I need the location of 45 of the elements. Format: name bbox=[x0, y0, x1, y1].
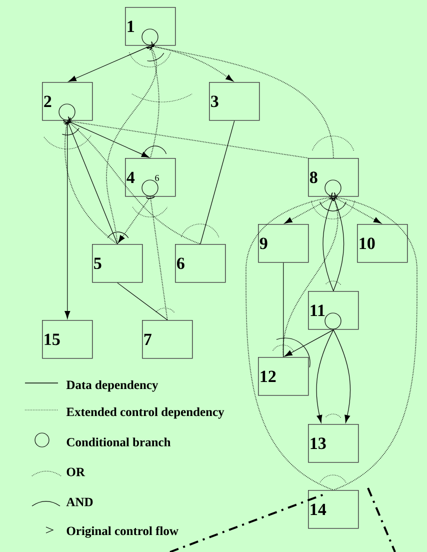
statement-box: 3 bbox=[209, 82, 260, 121]
legend-text: OR bbox=[66, 468, 86, 476]
statement-box: 5 bbox=[92, 244, 143, 283]
connector bbox=[329, 194, 344, 292]
legend-text: AND bbox=[66, 498, 93, 506]
arrow bbox=[68, 46, 151, 82]
connector bbox=[146, 196, 168, 320]
legend-text: Original control flow bbox=[66, 526, 178, 538]
connector bbox=[332, 192, 418, 490]
arrow bbox=[316, 330, 334, 423]
arrow bbox=[284, 330, 334, 357]
connector bbox=[146, 44, 160, 158]
statement-box: 9 bbox=[258, 224, 309, 263]
connector bbox=[282, 194, 338, 358]
statement-box: 8 bbox=[308, 158, 359, 197]
legend-text: Extended control dependency bbox=[66, 407, 224, 419]
statement-box: 10 bbox=[357, 224, 408, 263]
connector bbox=[117, 282, 168, 320]
legend-text: Data dependency bbox=[66, 380, 158, 392]
statement-box: 13 bbox=[308, 424, 359, 463]
statement-box: 1 bbox=[125, 7, 176, 46]
connector bbox=[283, 262, 284, 358]
connector bbox=[322, 194, 338, 292]
arrow bbox=[333, 330, 351, 423]
arrow bbox=[118, 196, 151, 243]
arrow bbox=[284, 196, 334, 224]
statement-box: 15 bbox=[42, 320, 93, 359]
connector bbox=[200, 120, 235, 244]
connector bbox=[64, 117, 201, 244]
connector bbox=[66, 116, 308, 158]
legend-text: Conditional branch bbox=[66, 438, 171, 446]
statement-box: 11 bbox=[308, 291, 359, 330]
arrow bbox=[67, 120, 150, 158]
connector bbox=[106, 43, 157, 244]
connector bbox=[246, 192, 335, 490]
statement-box: 6 bbox=[175, 244, 226, 283]
arrow bbox=[64, 120, 70, 319]
arrow bbox=[332, 196, 382, 224]
arc-label: 6 bbox=[155, 174, 159, 182]
statement-box: 12 bbox=[258, 357, 309, 396]
statement-box: 14 bbox=[308, 490, 359, 529]
statement-box: 2 bbox=[42, 82, 93, 121]
connector bbox=[149, 41, 334, 158]
statement-box: 7 bbox=[142, 320, 193, 359]
arrow bbox=[150, 45, 234, 82]
